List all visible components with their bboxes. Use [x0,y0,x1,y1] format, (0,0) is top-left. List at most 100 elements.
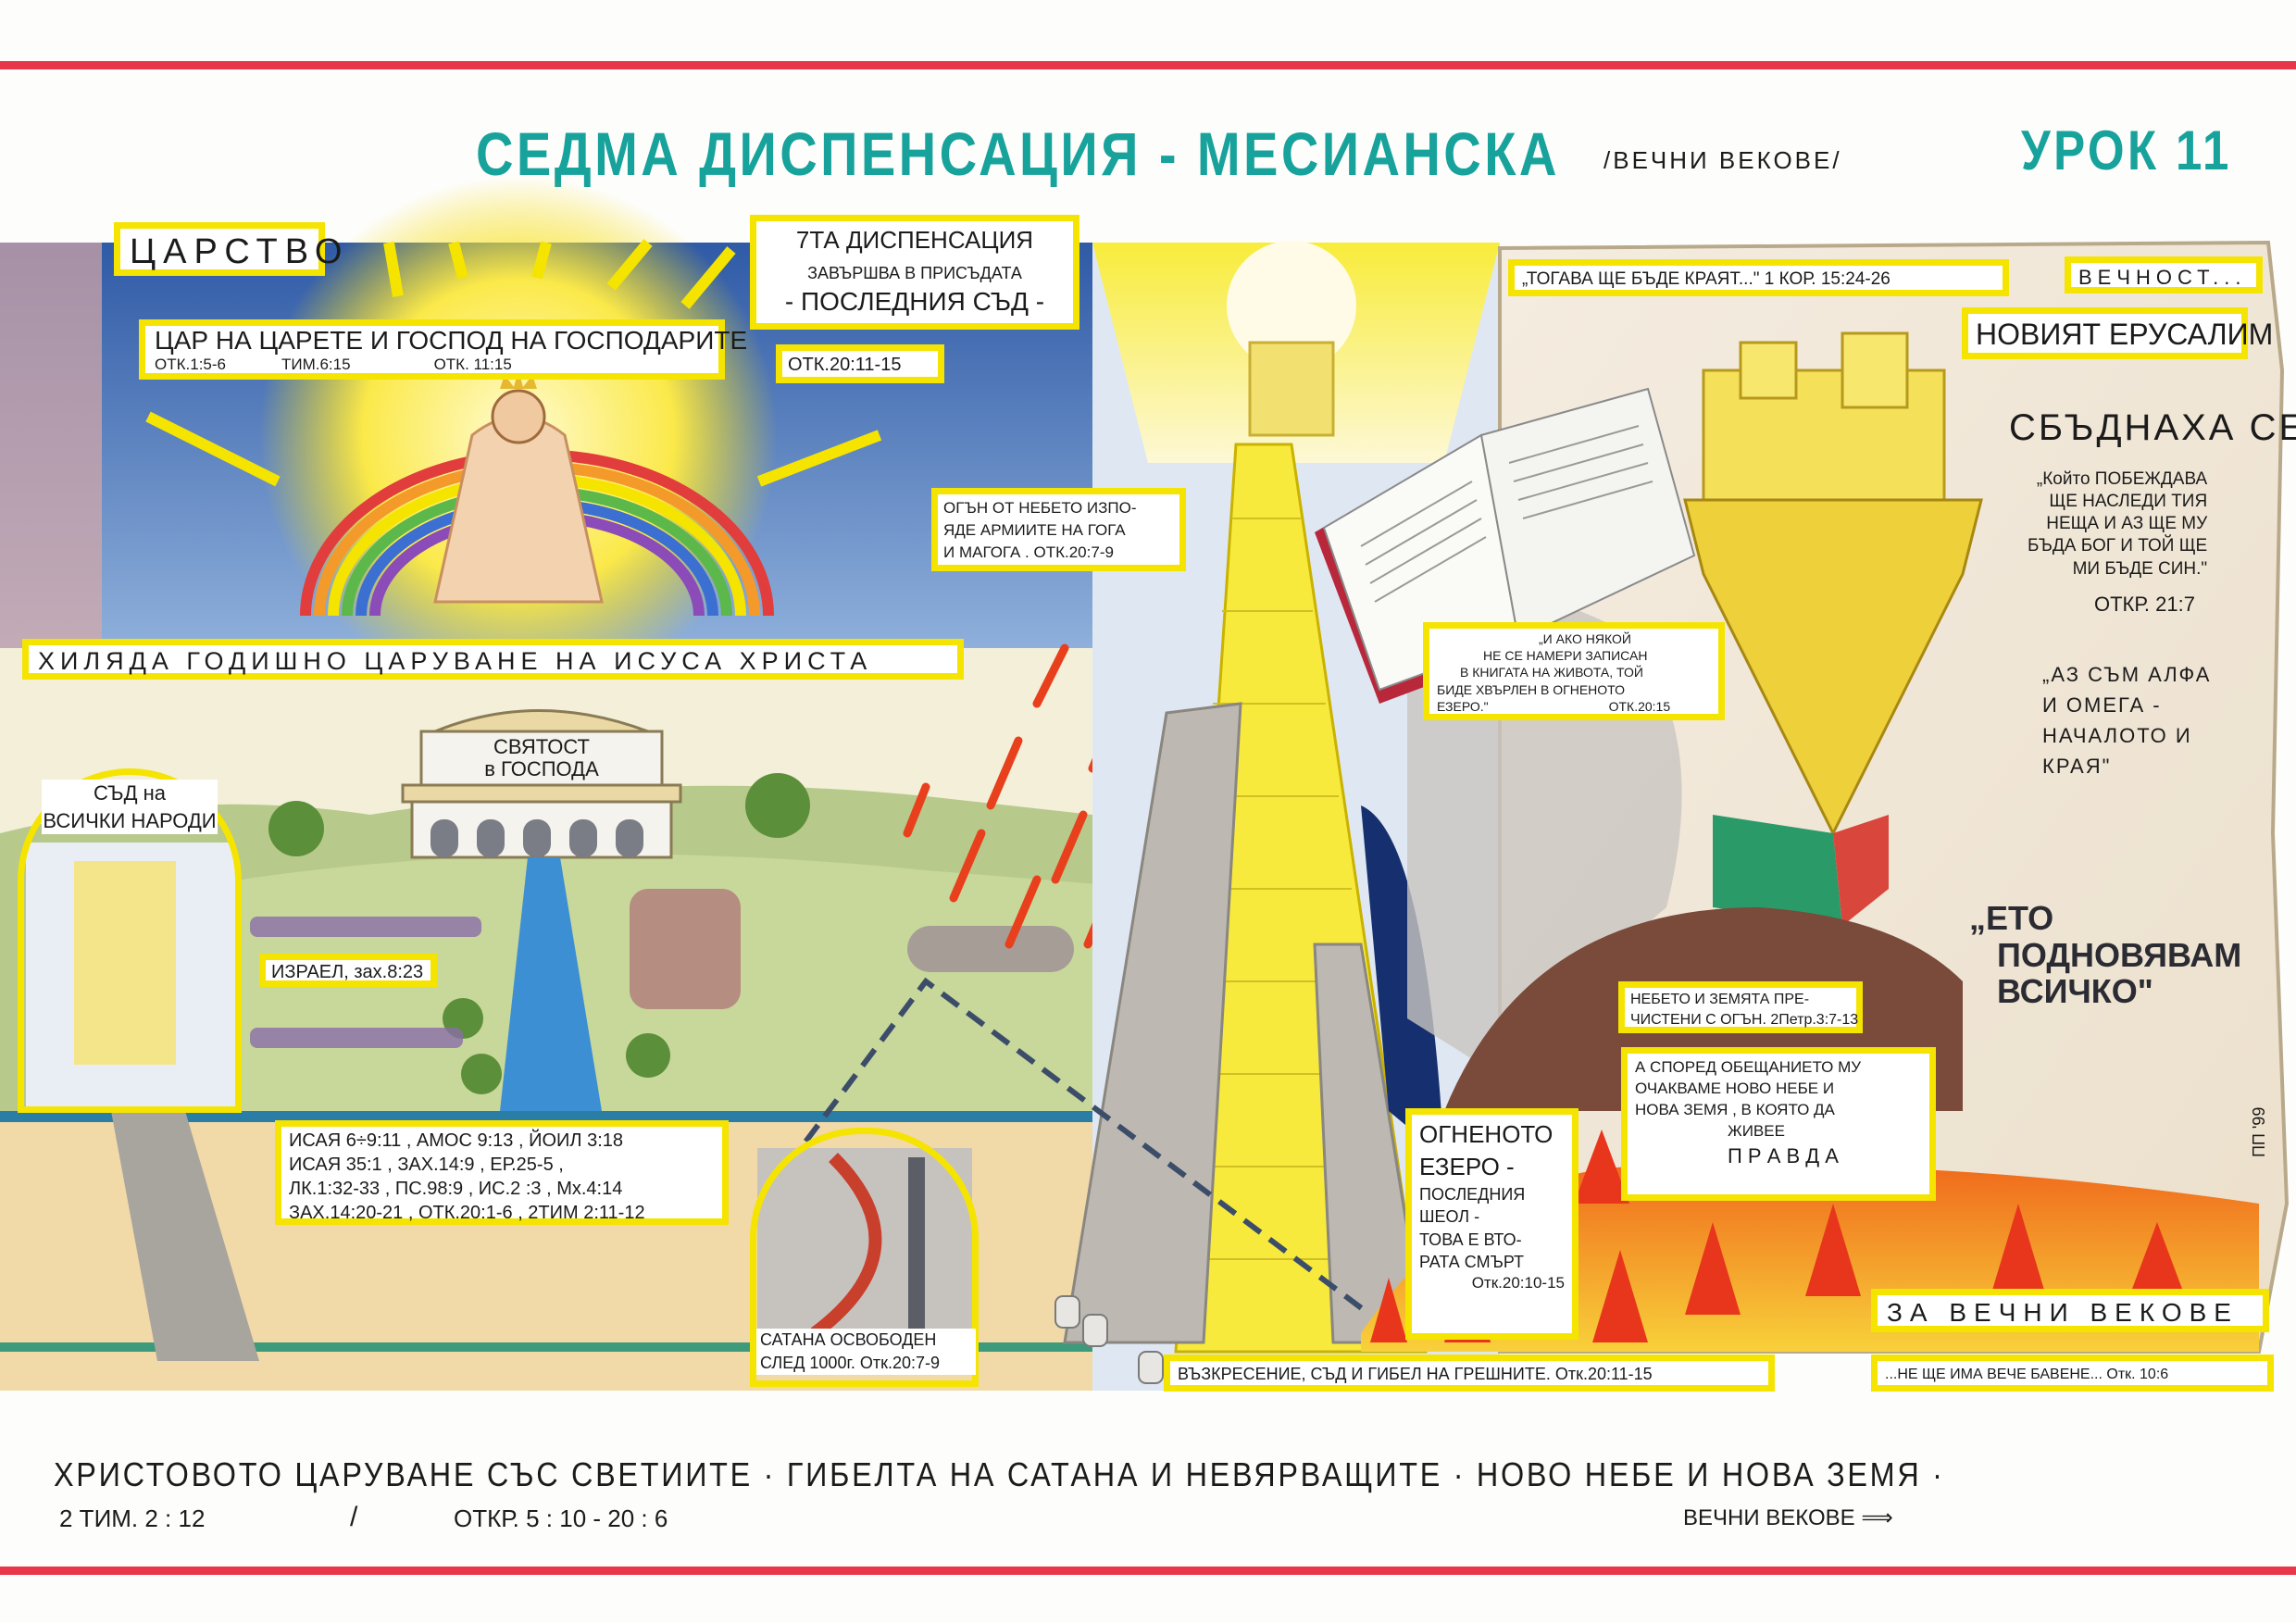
king-title-text: ЦАР на ЦАРЕТЕ и ГОСПОД на ГОСПОДАРИТЕ [155,326,748,355]
artist-signature: ПП '99 [2250,1106,2268,1157]
ref-line: ИСАЯ 6÷9:11 , АМОС 9:13 , ЙОИЛ 3:18 [289,1130,623,1151]
lake-line: ЕЗЕРО - [1419,1153,1515,1181]
resurrection-text: ВЪЗКРЕСЕНИЕ, СЪД И ГИБЕЛ НА ГРЕШНИТЕ. От… [1178,1365,1653,1383]
kingdom-text: ЦАРСТВО [130,232,350,271]
satan-line: САТАНА ОСВОБОДЕН [760,1330,937,1349]
dispensation-box: 7ТА ДИСПЕНСАЦИЯ ЗАВЪРШВА в ПРИСЪДАТА - П… [750,215,1079,330]
quote-line: МИ БЪДЕ СИН." [2072,558,2208,579]
river [500,857,602,1111]
fire-from-heaven-box: ОГЪН ОТ НЕБЕТО ИЗПО- ЯДЕ АРМИИТЕ НА ГОГА… [931,488,1186,571]
promise-line: НОВА ЗЕМЯ , В КОЯТО ДА [1635,1100,1835,1118]
temple [401,709,682,859]
throne-glow [1227,241,1356,370]
book-quote-line: БИДЕ ХВЪРЛЕН В ОГНЕНОТО [1437,681,1625,697]
dispensation-line: - ПОСЛЕДНИЯ СЪД - [784,286,1045,316]
purified-box: НЕБЕТО И ЗЕМЯТА ПРЕ- ЧИСТЕНИ С ОГЪН. 2Пе… [1618,981,1863,1033]
dispensation-ref: ОТК.20:11-15 [776,344,944,383]
satan-line: СЛЕД 1000г. Отк.20:7-9 [760,1354,940,1373]
eternity-label: ВЕЧНОСТ... [2065,256,2263,293]
promise-line: А СПОРЕД ОБЕЩАНИЕТО МУ [1635,1058,1862,1076]
forever-text: ЗА ВЕЧНИ ВЕКОВЕ [1887,1298,2239,1327]
overcomer-ref: ОТКР. 21:7 [2094,593,2195,616]
judgment-line: ВСИЧКИ НАРОДИ [43,808,217,832]
fire-line: ОГЪН ОТ НЕБЕТО ИЗПО- [943,499,1137,517]
book-quote-line: НЕ СЕ НАМЕРИ ЗАПИСАН [1483,648,1648,664]
no-delay-text: ...НЕ ЩЕ ИМА ВЕЧЕ БАВЕНЕ... Отк. 10:6 [1885,1367,2169,1382]
make-new-quote: „ЕТО ПОДНОВЯВАМ ВСИЧКО" [1969,900,2241,1010]
lake-line: Отк.20:10-15 [1471,1274,1565,1292]
king-ref: ОТК.1:5-6 [155,356,226,374]
dispensation-line: 7ТА ДИСПЕНСАЦИЯ [795,226,1034,254]
millennium-text: ХИЛЯДА ГОДИШНО ЦАРУВАНЕ НА ИСУСА ХРИСТА [38,647,873,675]
kingdom-label: ЦАРСТВО [114,222,342,276]
footer-ref-2: ОТКР. 5 : 10 - 20 : 6 [454,1504,668,1532]
quote-line: БЪДА БОГ И ТОЙ ЩЕ [2028,536,2208,556]
satan-arch [750,1128,979,1387]
new-jerusalem-label: НОВИЯТ ЕРУСАЛИМ [1962,307,2273,359]
footer-forever: ВЕЧНИ ВЕКОВЕ ⟹ [1683,1505,1893,1530]
pit [111,1111,259,1361]
dispensation-line: ЗАВЪРШВА в ПРИСЪДАТА [807,263,1022,282]
make-new-line: ВСИЧКО" [1997,972,2153,1011]
lake-line: РАТА СМЪРТ [1419,1253,1525,1272]
book-quote-line: ЕЗЕРО." [1437,698,1489,714]
purified-line: ЧИСТЕНИ С ОГЪН. 2Петр.3:7-13 [1630,1011,1859,1028]
alpha-line: „АЗ СЪМ АЛФА [2042,663,2212,686]
footer-caption: ХРИСТОВОТО ЦАРУВАНЕ СЪС СВЕТИИТЕ · ГИБЕЛ… [54,1455,1945,1493]
king-ref: ОТК. 11:15 [433,356,512,374]
judgment-nations-label: СЪД на ВСИЧКИ НАРОДИ [42,780,218,835]
fire-line: ЯДЕ АРМИИТЕ НА ГОГА [943,520,1126,539]
top-border-line [0,61,2296,69]
page-subtitle: /ВЕЧНИ ВЕКОВЕ/ [1603,146,1842,174]
make-new-line: ПОДНОВЯВАМ [1997,935,2242,974]
temple-line: СВЯТОСТ [493,735,590,758]
bottom-border-line [0,1567,2296,1575]
millennium-label: ХИЛЯДА ГОДИШНО ЦАРУВАНЕ НА ИСУСА ХРИСТА [22,639,964,680]
promise-line: П Р А В Д А [1728,1143,1839,1167]
book-quote-ref: ОТК.20:15 [1608,698,1671,714]
purified-line: НЕБЕТО И ЗЕМЯТА ПРЕ- [1630,992,1810,1007]
promise-box: А СПОРЕД ОБЕЩАНИЕТО МУ ОЧАКВАМЕ НОВО НЕБ… [1621,1047,1936,1201]
scripture-refs-box: ИСАЯ 6÷9:11 , АМОС 9:13 , ЙОИЛ 3:18 ИСАЯ… [275,1120,729,1225]
judgment-line: СЪД на [94,781,166,805]
dispensation-ref-text: ОТК.20:11-15 [788,355,902,375]
promise-line: ЖИВЕЕ [1728,1121,1785,1140]
quote-line: „Който ПОБЕЖДАВА [2036,469,2208,489]
footer-slash: / [350,1502,358,1532]
crowd [250,889,1074,1048]
fulfilled-heading: СБЪДНАХА СЕ [2009,407,2296,448]
temple-line: в ГОСПОДА [484,757,599,781]
judgment-nations-arch [18,768,242,1113]
lake-line: ТОВА Е ВТО- [1419,1230,1522,1249]
fire-line: И МАГОГА . ОТК.20:7-9 [943,543,1114,561]
promise-line: ОЧАКВАМЕ НОВО НЕБЕ И [1635,1079,1835,1097]
satan-label: САТАНА ОСВОБОДЕН СЛЕД 1000г. Отк.20:7-9 [756,1329,976,1376]
book-quote-line: „И АКО НЯКОЙ [1539,631,1631,646]
lake-line: ПОСЛЕДНИЯ [1419,1185,1526,1205]
lake-line: ШЕОЛ - [1419,1207,1480,1227]
lake-of-fire-box: ОГНЕНОТО ЕЗЕРО - ПОСЛЕДНИЯ ШЕОЛ - ТОВА Е… [1405,1108,1578,1340]
israel-text: ИЗРАЕЛ, зах.8:23 [271,962,424,982]
book-quote-box: „И АКО НЯКОЙ НЕ СЕ НАМЕРИ ЗАПИСАН В КНИГ… [1423,622,1725,720]
make-new-line: „ЕТО [1969,899,2054,937]
eternity-text: ВЕЧНОСТ... [2078,266,2247,289]
ref-line: ИСАЯ 35:1 , ЗАХ.14:9 , ЕР.25-5 , [289,1155,564,1175]
lake-line: ОГНЕНОТО [1419,1120,1554,1148]
no-delay-label: ...НЕ ЩЕ ИМА ВЕЧЕ БАВЕНЕ... Отк. 10:6 [1871,1355,2274,1392]
alpha-line: НАЧАЛОТО И [2042,724,2192,747]
end-quote-text: „ТОГАВА ЩЕ БЪДЕ КРАЯТ..." 1 КОР. 15:24-2… [1522,269,1890,289]
temple-label: СВЯТОСТ в ГОСПОДА [435,735,648,781]
graves [1054,1295,1164,1384]
king-ref: ТИМ.6:15 [281,356,351,374]
quote-line: ЩЕ НАСЛЕДИ ТИЯ [2049,492,2208,512]
king-of-kings-label: ЦАР на ЦАРЕТЕ и ГОСПОД на ГОСПОДАРИТЕ ОТ… [139,319,748,380]
trees [268,773,810,1094]
book-quote-line: В КНИГАТА НА ЖИВОТА, ТОЙ [1460,665,1643,680]
lesson-number: УРОК 11 [2021,119,2232,181]
israel-label: ИЗРАЕЛ, зах.8:23 [259,954,437,987]
footer-ref-1: 2 ТИМ. 2 : 12 [59,1504,206,1532]
overcomer-quote: „Който ПОБЕЖДАВА ЩЕ НАСЛЕДИ ТИЯ НЕЩА И А… [2028,468,2207,581]
resurrection-label: ВЪЗКРЕСЕНИЕ, СЪД И ГИБЕЛ НА ГРЕШНИТЕ. От… [1164,1355,1775,1392]
ref-line: ЗАХ.14:20-21 , ОТК.20:1-6 , 2ТИМ 2:11-12 [289,1203,645,1223]
quote-line: НЕЩА И АЗ ЩЕ МУ [2046,514,2208,534]
